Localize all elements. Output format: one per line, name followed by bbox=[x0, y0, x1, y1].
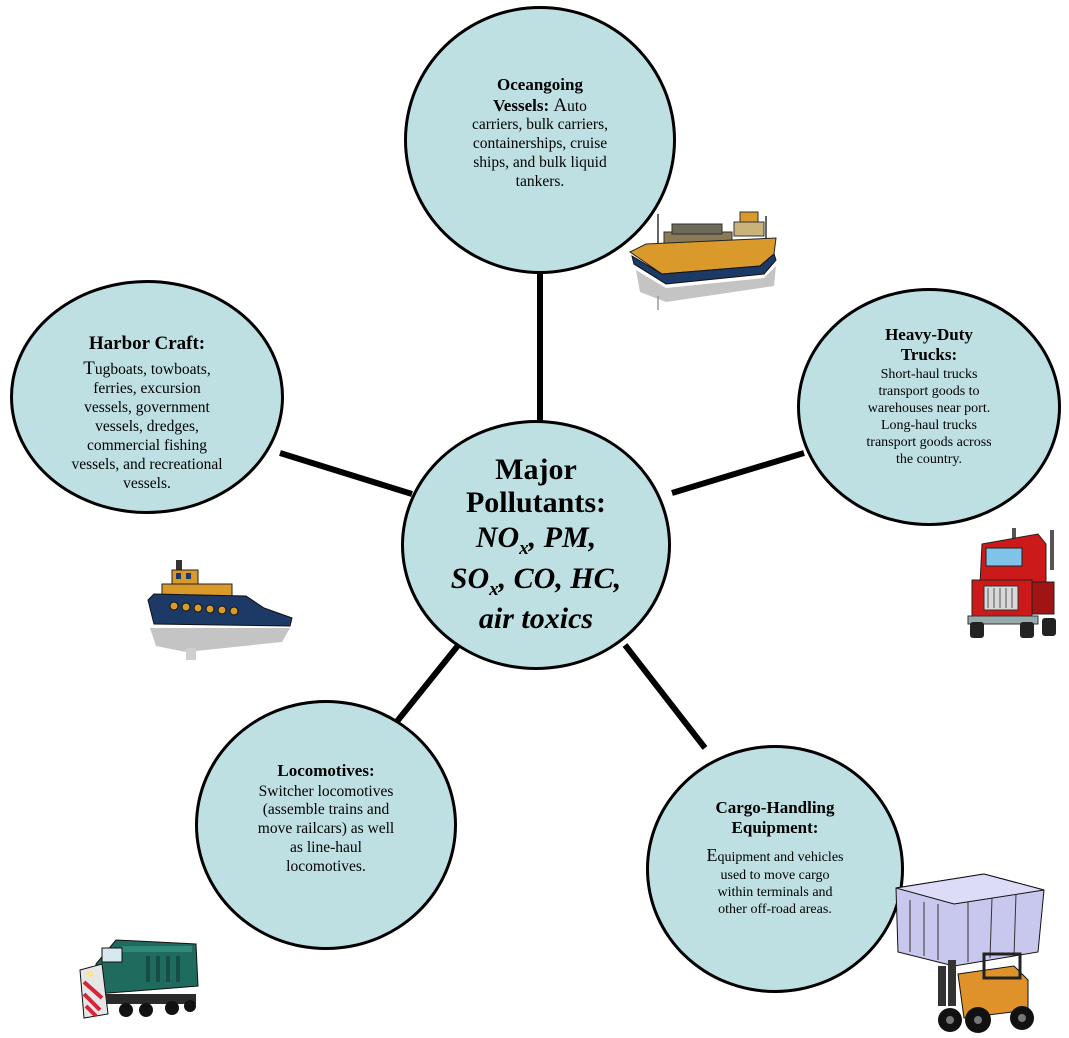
center-title: Major Pollutants: bbox=[465, 452, 606, 520]
node-title: Cargo-Handling Equipment: bbox=[715, 798, 835, 837]
node-description: carriers, bulk carriers, containerships,… bbox=[472, 116, 608, 191]
spoke-harbor bbox=[279, 450, 413, 497]
center-node-major-pollutants: Major Pollutants: NOx, PM, SOx, CO, HC, … bbox=[401, 420, 671, 670]
node-locomotives: Locomotives: Switcher locomotives (assem… bbox=[195, 700, 457, 950]
node-title: Harbor Craft: bbox=[88, 333, 206, 354]
node-cargo-handling-equipment: Cargo-Handling Equipment: Equipment and … bbox=[646, 745, 904, 993]
node-title: Locomotives: bbox=[277, 761, 375, 780]
node-harbor-craft: Harbor Craft: Tugboats, towboats, ferrie… bbox=[10, 280, 284, 514]
node-heavy-duty-trucks: Heavy-Duty Trucks: Short-haul trucks tra… bbox=[797, 288, 1061, 526]
node-description: Switcher locomotives (assemble trains an… bbox=[257, 782, 395, 876]
node-description: Short-haul trucks transport goods to war… bbox=[866, 367, 992, 468]
spoke-cargo bbox=[622, 643, 708, 750]
locomotive-icon bbox=[79, 939, 199, 1019]
spoke-trucks bbox=[671, 450, 805, 496]
forklift-container-icon bbox=[895, 873, 1045, 1033]
semi-truck-icon bbox=[967, 528, 1056, 638]
node-description: Tugboats, towboats, ferries, excursion v… bbox=[71, 357, 223, 492]
pollutant-list: NOx, PM, SOx, CO, HC, air toxics bbox=[450, 520, 622, 636]
node-title: Heavy-Duty Trucks: bbox=[885, 325, 973, 364]
node-oceangoing-vessels: Oceangoing Vessels: Auto carriers, bulk … bbox=[404, 6, 676, 274]
tugboat-icon bbox=[147, 560, 293, 660]
cargo-ship-icon bbox=[629, 211, 777, 310]
node-description: Equipment and vehicles used to move carg… bbox=[706, 845, 844, 918]
node-title: Oceangoing Vessels: Auto bbox=[493, 75, 587, 116]
